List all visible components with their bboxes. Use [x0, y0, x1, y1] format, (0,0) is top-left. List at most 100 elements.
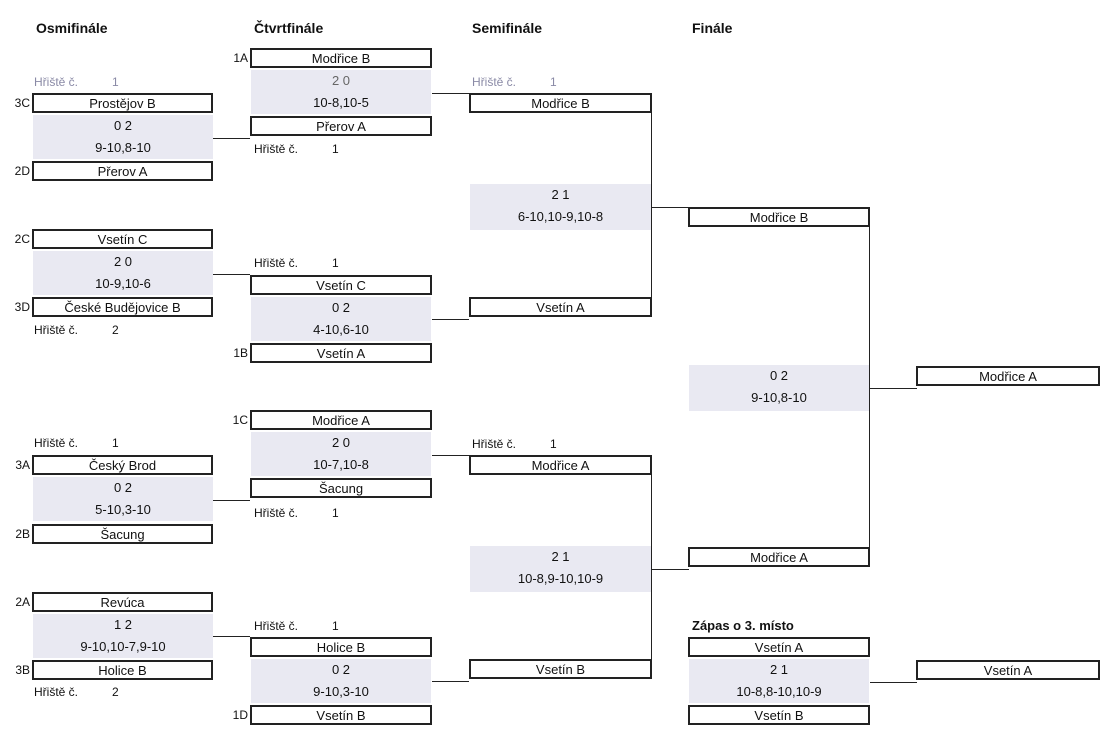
game-scores: 6-10,10-9,10-8 [517, 209, 604, 224]
team-slot: Vsetín C [32, 229, 213, 249]
set-score: 0 2 [113, 118, 133, 133]
connector [870, 682, 917, 683]
connector [651, 113, 652, 297]
seed: 3D [14, 300, 30, 314]
score-panel [251, 297, 431, 341]
game-scores: 10-8,9-10,10-9 [517, 571, 604, 586]
team-slot: Modřice A [250, 410, 432, 430]
game-scores: 9-10,3-10 [313, 684, 369, 699]
score-panel [251, 70, 431, 114]
score-panel [33, 614, 213, 658]
team-slot: Holice B [250, 637, 432, 657]
game-scores: 10-8,8-10,10-9 [736, 684, 822, 699]
set-score: 2 0 [331, 73, 351, 88]
connector [870, 388, 917, 389]
seed: 2B [15, 527, 30, 541]
team-slot: Vsetín B [688, 705, 870, 725]
set-score: 2 1 [551, 549, 570, 564]
connector [869, 227, 870, 547]
seed: 1B [233, 346, 248, 360]
court-label: Hřiště č.1 [254, 142, 339, 156]
team-slot: Vsetín B [250, 705, 432, 725]
set-score: 0 2 [331, 662, 351, 677]
score-panel [689, 365, 869, 411]
set-score: 0 2 [769, 368, 789, 383]
seed: 2C [14, 232, 30, 246]
connector [213, 274, 250, 275]
team-slot: Holice B [32, 660, 213, 680]
game-scores: 9-10,8-10 [751, 390, 807, 405]
set-score: 2 1 [769, 662, 789, 677]
game-scores: 4-10,6-10 [313, 322, 369, 337]
game-scores: 10-8,10-5 [313, 95, 369, 110]
team-slot: Český Brod [32, 455, 213, 475]
third-place-winner-slot: Vsetín A [916, 660, 1100, 680]
team-slot: Šacung [32, 524, 213, 544]
team-slot: Vsetín A [469, 297, 652, 317]
connector [651, 475, 652, 659]
team-slot: Šacung [250, 478, 432, 498]
connector [432, 93, 469, 94]
set-score: 2 0 [113, 254, 133, 269]
team-slot: Vsetín A [688, 637, 870, 657]
quarterfinal-header: Čtvrtfinále [254, 20, 324, 36]
court-label: Hřiště č.2 [34, 323, 119, 337]
court-label: Hřiště č.1 [254, 256, 339, 270]
game-scores: 5-10,3-10 [95, 502, 151, 517]
score-panel [33, 477, 213, 521]
team-slot: Modřice B [250, 48, 432, 68]
team-slot: Modřice A [688, 547, 870, 567]
court-label: Hřiště č.1 [254, 506, 339, 520]
connector [213, 636, 250, 637]
team-slot: Modřice B [469, 93, 652, 113]
connector [432, 455, 469, 456]
seed: 1D [232, 708, 248, 722]
set-score: 1 2 [113, 617, 133, 632]
seed: 1C [232, 413, 248, 427]
team-slot: Vsetín A [250, 343, 432, 363]
court-label: Hřiště č.2 [34, 685, 119, 699]
game-scores: 9-10,8-10 [95, 140, 151, 155]
court-label: Hřiště č.1 [472, 75, 557, 89]
game-scores: 10-7,10-8 [313, 457, 369, 472]
team-slot: Přerov A [250, 116, 432, 136]
set-score: 2 0 [331, 435, 351, 450]
seed: 3C [14, 96, 30, 110]
connector [213, 138, 250, 139]
connector [213, 500, 250, 501]
court-label: Hřiště č.1 [34, 436, 119, 450]
score-panel [689, 659, 869, 703]
court-label: Hřiště č.1 [254, 619, 339, 633]
seed: 1A [233, 51, 248, 65]
final-header: Finále [692, 20, 733, 36]
team-slot: Vsetín C [250, 275, 432, 295]
team-slot: Modřice A [469, 455, 652, 475]
game-scores: 9-10,10-7,9-10 [80, 639, 166, 654]
connector [432, 681, 469, 682]
connector [652, 207, 689, 208]
score-panel [470, 184, 651, 230]
game-scores: 10-9,10-6 [95, 276, 151, 291]
set-score: 2 1 [551, 187, 570, 202]
court-label: Hřiště č.1 [472, 437, 557, 451]
team-slot: České Budějovice B [32, 297, 213, 317]
champion-slot: Modřice A [916, 366, 1100, 386]
court-label: Hřiště č.1 [34, 75, 119, 89]
team-slot: Vsetín B [469, 659, 652, 679]
team-slot: Přerov A [32, 161, 213, 181]
score-panel [33, 251, 213, 295]
round-of-16-header: Osmifinále [36, 20, 108, 36]
semifinal-header: Semifinále [472, 20, 543, 36]
score-panel [251, 659, 431, 703]
score-panel [251, 432, 431, 476]
third-place-header: Zápas o 3. místo [692, 618, 794, 633]
set-score: 0 2 [331, 300, 351, 315]
set-score: 0 2 [113, 480, 133, 495]
connector [652, 569, 689, 570]
seed: 3A [15, 458, 30, 472]
seed: 2D [14, 164, 30, 178]
team-slot: Prostějov B [32, 93, 213, 113]
team-slot: Revúca [32, 592, 213, 612]
team-slot: Modřice B [688, 207, 870, 227]
score-panel [33, 115, 213, 159]
